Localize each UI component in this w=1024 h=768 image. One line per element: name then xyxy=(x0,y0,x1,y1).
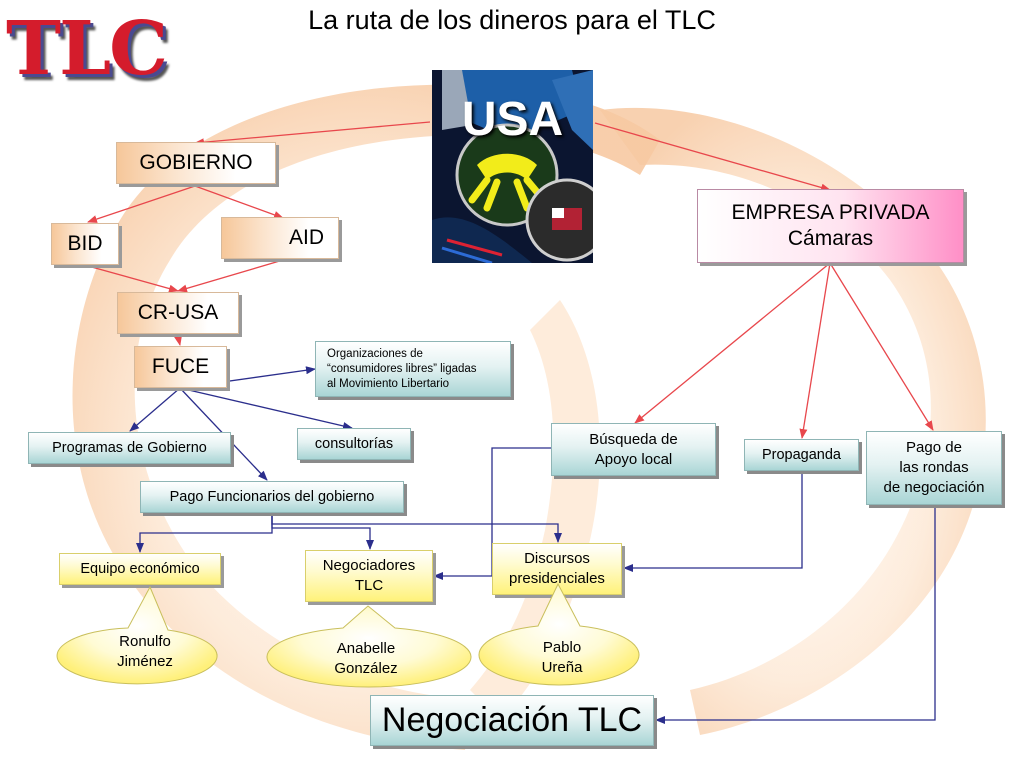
node-organizaciones: Organizaciones de “consumidores libres” … xyxy=(315,341,511,397)
node-discursos-line1: Discursos xyxy=(524,550,590,567)
node-programas-label: Programas de Gobierno xyxy=(52,440,207,456)
person-ronulfo-last: Jiménez xyxy=(117,653,173,670)
node-negociadores-line1: Negociadores xyxy=(322,557,416,574)
person-anabelle: Anabelle González xyxy=(316,639,416,679)
arrow-gobierno-aid xyxy=(194,185,284,219)
node-consultorias-label: consultorías xyxy=(314,436,394,452)
callout-pablo xyxy=(478,582,640,686)
node-negociadores-tlc: Negociadores TLC xyxy=(305,550,433,602)
arrow-empresa-busqueda xyxy=(634,262,831,424)
node-busqueda-line2: Apoyo local xyxy=(594,450,673,468)
arrow-rondas-negociacion xyxy=(655,506,936,724)
person-ronulfo-first: Ronulfo xyxy=(119,633,171,650)
tlc-logo: TLC xyxy=(6,6,168,92)
node-equipo-economico: Equipo económico xyxy=(59,553,221,585)
node-empresa-privada: EMPRESA PRIVADA Cámaras xyxy=(697,189,964,263)
arrow-empresa-pago-rondas xyxy=(829,262,934,431)
node-bid: BID xyxy=(51,223,119,265)
node-gobierno-label: GOBIERNO xyxy=(139,151,253,174)
person-ronulfo: Ronulfo Jiménez xyxy=(95,632,195,672)
person-pablo-last: Ureña xyxy=(541,659,583,676)
person-anabelle-first: Anabelle xyxy=(336,640,396,657)
usa-label: USA xyxy=(461,93,564,146)
node-pago-rondas-line2: las rondas xyxy=(899,459,969,476)
arrow-gobierno-bid xyxy=(87,185,196,223)
node-bid-label: BID xyxy=(67,232,103,255)
node-empresa-line1: EMPRESA PRIVADA xyxy=(731,201,930,224)
node-discursos-line2: presidenciales xyxy=(509,570,605,587)
arrow-pago-discursos xyxy=(271,515,562,543)
node-fuce-label: FUCE xyxy=(151,355,210,378)
blue-arrows xyxy=(129,366,936,724)
arrow-aid-crusa xyxy=(177,259,284,293)
person-pablo: Pablo Ureña xyxy=(512,638,612,678)
arrow-empresa-propaganda xyxy=(799,262,831,439)
person-anabelle-last: González xyxy=(334,660,398,677)
node-organizaciones-line2: “consumidores libres” ligadas xyxy=(327,362,477,375)
node-organizaciones-line1: Organizaciones de xyxy=(327,347,423,360)
node-consultorias: consultorías xyxy=(297,428,411,460)
arrow-crusa-fuce xyxy=(174,335,182,346)
node-aid: AID xyxy=(221,217,339,259)
node-negociacion-tlc: Negociación TLC xyxy=(370,695,654,746)
node-aid-label: AID xyxy=(288,226,324,249)
node-negociacion-label: Negociación TLC xyxy=(381,701,643,739)
node-pago-rondas-line1: Pago de xyxy=(906,439,962,456)
node-cr-usa: CR-USA xyxy=(117,292,239,334)
node-gobierno: GOBIERNO xyxy=(116,142,276,184)
node-negociadores-line2: TLC xyxy=(354,577,384,594)
node-propaganda-label: Propaganda xyxy=(761,447,841,463)
arrow-bid-crusa xyxy=(87,265,179,293)
node-organizaciones-line3: al Movimiento Libertario xyxy=(327,377,450,390)
arrow-fuce-programas xyxy=(129,387,181,432)
arrow-usa-gobierno xyxy=(194,121,431,147)
page-title: La ruta de los dineros para el TLC xyxy=(308,5,716,35)
node-propaganda: Propaganda xyxy=(744,439,859,471)
callout-ronulfo xyxy=(56,585,218,685)
node-programas-gobierno: Programas de Gobierno xyxy=(28,432,231,464)
node-fuce: FUCE xyxy=(134,346,227,388)
usa-emblem-graphic xyxy=(432,70,593,263)
node-pago-funcionarios-label: Pago Funcionarios del gobierno xyxy=(169,489,375,505)
person-pablo-first: Pablo xyxy=(542,639,582,656)
arrow-propaganda-discursos xyxy=(623,472,803,572)
node-pago-funcionarios: Pago Funcionarios del gobierno xyxy=(140,481,404,513)
callout-anabelle xyxy=(266,605,472,688)
node-busqueda-apoyo: Búsqueda de Apoyo local xyxy=(551,423,716,476)
node-pago-rondas-line3: de negociación xyxy=(883,479,985,496)
arrow-fuce-consultorias xyxy=(179,387,353,430)
arrow-usa-empresa xyxy=(594,122,831,192)
red-arrows xyxy=(87,121,934,439)
arrow-busqueda-negociadores xyxy=(433,447,551,580)
node-busqueda-line1: Búsqueda de xyxy=(589,430,678,448)
node-equipo-label: Equipo económico xyxy=(80,561,200,577)
usa-emblem-image: USA xyxy=(432,70,593,263)
node-cr-usa-label: CR-USA xyxy=(137,301,219,324)
node-pago-rondas: Pago de las rondas de negociación xyxy=(866,431,1002,505)
node-empresa-line2: Cámaras xyxy=(787,227,874,250)
